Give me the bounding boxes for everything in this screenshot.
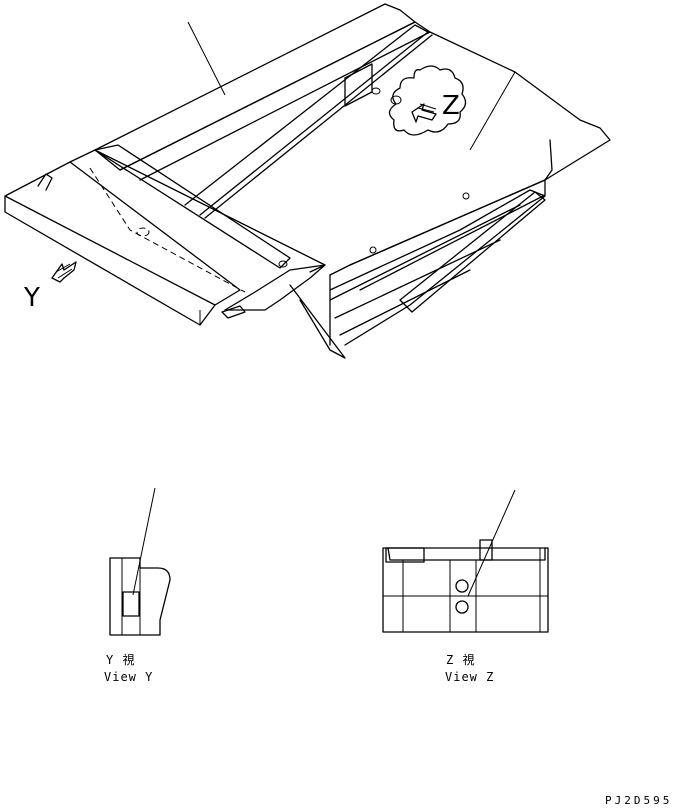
beam-bolt bbox=[278, 260, 288, 268]
front-box-side bbox=[69, 149, 326, 273]
mid-bracket bbox=[344, 63, 373, 107]
front-box-front bbox=[4, 195, 216, 326]
rear-rail-face bbox=[119, 21, 431, 181]
rear-rail bbox=[94, 3, 416, 171]
support-bar bbox=[399, 191, 546, 313]
hole-z-2 bbox=[390, 95, 402, 105]
lower-slat-1 bbox=[329, 204, 521, 301]
arrow-z-icon bbox=[411, 103, 437, 123]
main-assembly-view: Z Y bbox=[4, 3, 611, 359]
main-leader-line bbox=[187, 21, 226, 96]
view-z-caption-jp: Z 視 bbox=[446, 652, 475, 667]
right-lower-frame bbox=[329, 179, 546, 346]
view-y-outline bbox=[109, 557, 171, 636]
view-y-caption-jp: Y 視 bbox=[106, 652, 135, 667]
arrow-y-icon bbox=[51, 261, 77, 283]
arrow-z-label: Z bbox=[442, 91, 460, 121]
right-leg bbox=[289, 284, 346, 359]
arrow-y-label: Y bbox=[23, 283, 40, 313]
inner-beam-2 bbox=[204, 34, 433, 219]
view-z-caption-en: View Z bbox=[445, 670, 494, 684]
front-box-top bbox=[4, 161, 241, 306]
view-y-detail: Y 視 View Y bbox=[104, 487, 171, 684]
view-y-leader bbox=[132, 487, 156, 596]
view-z-outline bbox=[382, 547, 549, 633]
front-handle bbox=[37, 173, 53, 191]
side-flange bbox=[544, 139, 553, 181]
hidden-plate-outline bbox=[89, 167, 246, 293]
plate-crease bbox=[469, 71, 516, 151]
view-z-top-lip bbox=[387, 547, 546, 561]
view-z-hole-1 bbox=[455, 579, 469, 593]
side-hole-1 bbox=[369, 246, 377, 254]
lower-slat-2 bbox=[334, 239, 501, 319]
cross-beam bbox=[94, 144, 291, 269]
lower-diagonal bbox=[329, 189, 546, 346]
view-z-detail: Z 視 View Z bbox=[382, 489, 549, 684]
view-z-tab bbox=[385, 547, 425, 563]
hole-z-1 bbox=[371, 87, 381, 95]
right-bracket bbox=[224, 264, 326, 311]
view-y-caption-en: View Y bbox=[104, 670, 153, 684]
view-z-hole-2 bbox=[455, 600, 469, 614]
hidden-hole bbox=[136, 227, 150, 237]
corner-tab bbox=[221, 305, 246, 319]
drawing-code: PJ2D595 bbox=[605, 794, 672, 807]
detail-cutout-z bbox=[388, 65, 467, 136]
inner-beam-1 bbox=[184, 24, 429, 216]
view-y-label-plate bbox=[122, 591, 140, 617]
view-z-top-rib bbox=[479, 539, 493, 561]
side-hole-2 bbox=[462, 192, 470, 200]
